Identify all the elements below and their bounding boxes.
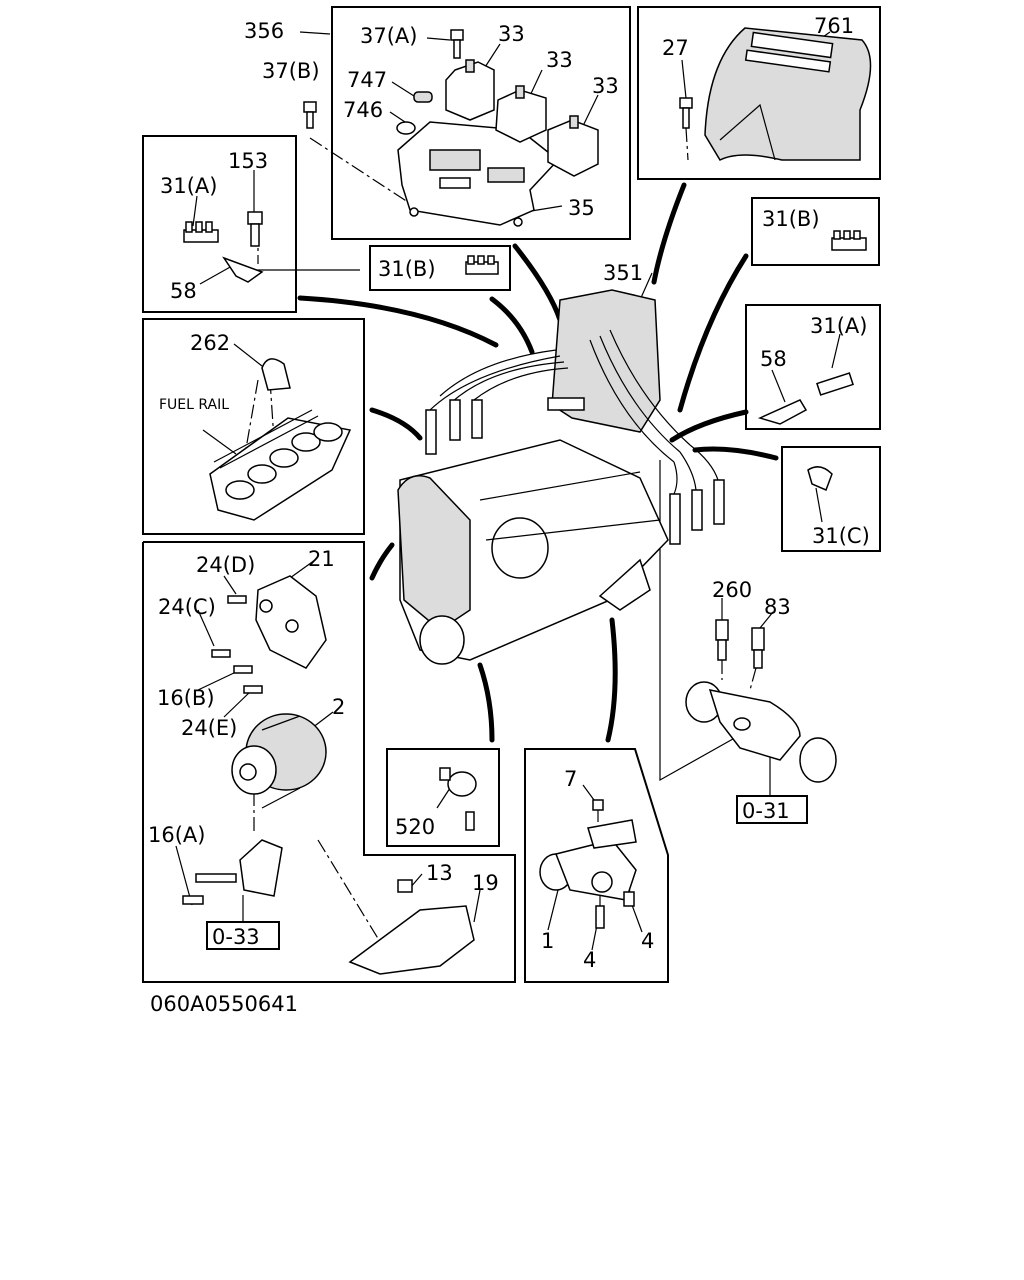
callout-31c: 31(C) [812,524,870,548]
callout-761: 761 [814,14,854,38]
ignition-coil-box [331,6,631,240]
connector-arc [692,446,779,461]
ref-0-33[interactable]: 0-33 [212,925,260,949]
callout-262: 262 [190,331,230,355]
fuel-rail-label: FUEL RAIL [159,397,229,413]
clip-31a-right [757,372,854,425]
connector-arc [369,407,423,441]
callout-520: 520 [395,815,435,839]
connector-arc [369,542,395,581]
connector-747 [396,91,433,135]
callout-33: 33 [592,74,619,98]
callout-33: 33 [546,48,573,72]
clip-31a [183,221,219,243]
ref-0-31[interactable]: 0-31 [742,799,790,823]
engine-cover-box [637,6,881,180]
oil-pressure-sensor [439,767,477,831]
callout-37a: 37(A) [360,24,417,48]
callout-7: 7 [564,767,577,791]
ref-0-31-box [736,795,808,824]
bolt-153 [247,211,263,247]
clip-31c [807,466,833,491]
callout-24e: 24(E) [181,716,237,740]
engine-block [397,439,669,665]
callout-4: 4 [583,948,596,972]
callout-2: 2 [332,695,345,719]
sensor-520-box [386,748,500,847]
alternator-box [142,541,516,983]
clip-31b-box-top [369,245,511,291]
callout-1: 1 [541,929,554,953]
fuel-rail-box [142,318,365,535]
callout-33: 33 [498,22,525,46]
connector-arc [512,243,563,323]
callout-356: 356 [244,19,284,43]
callout-27: 27 [662,36,689,60]
alternator-lower-bracket [182,839,283,905]
callout-747: 747 [347,68,387,92]
clip-31b-box-right [751,197,880,266]
callout-31a: 31(A) [160,174,217,198]
callout-19: 19 [472,871,499,895]
clip-31a-box-right [745,304,881,430]
callout-31b: 31(B) [378,257,436,281]
connector-arc [669,409,749,443]
temp-sensor-260 [715,619,729,661]
diagram-code: 060A0550641 [150,992,298,1016]
callout-37b: 37(B) [262,59,320,83]
callout-16b: 16(B) [157,686,215,710]
connector-arc [605,617,618,743]
callout-16a: 16(A) [148,823,205,847]
ignition-coil [445,59,599,177]
callout-24d: 24(D) [196,553,255,577]
callout-351: 351 [603,261,643,285]
fuel-rail [209,358,352,521]
alternator-bracket [255,575,327,669]
alternator [231,713,327,809]
callout-260: 260 [712,578,752,602]
callout-83: 83 [764,595,791,619]
callout-746: 746 [343,98,383,122]
callout-58: 58 [760,347,787,371]
callout-21: 21 [308,547,335,571]
bolt-icon [303,29,693,129]
callout-35: 35 [568,196,595,220]
connector-arc [477,662,495,743]
clip-153-box [142,135,297,313]
connector-arc [677,253,749,413]
temp-sensor-83 [751,627,765,669]
starter-box [524,748,669,983]
callout-13: 13 [426,861,453,885]
callout-31b: 31(B) [762,207,820,231]
callout-24c: 24(C) [158,595,216,619]
ignition-module-base [397,121,560,227]
bolt-icon [211,595,263,694]
callout-4: 4 [641,929,654,953]
callout-31a: 31(A) [810,314,867,338]
clip-58 [222,256,264,283]
connector-arc [651,182,687,285]
callout-153: 153 [228,149,268,173]
engine-cover [704,27,872,161]
clip-31c-box [781,446,881,552]
thermostat-housing [685,681,837,783]
connector-arc [489,296,535,355]
clip-31b [465,230,867,275]
bracket-19 [348,879,475,975]
callout-58: 58 [170,279,197,303]
plug-wire-harness [425,289,725,545]
starter-motor [539,799,637,929]
connector-arc [297,295,499,348]
